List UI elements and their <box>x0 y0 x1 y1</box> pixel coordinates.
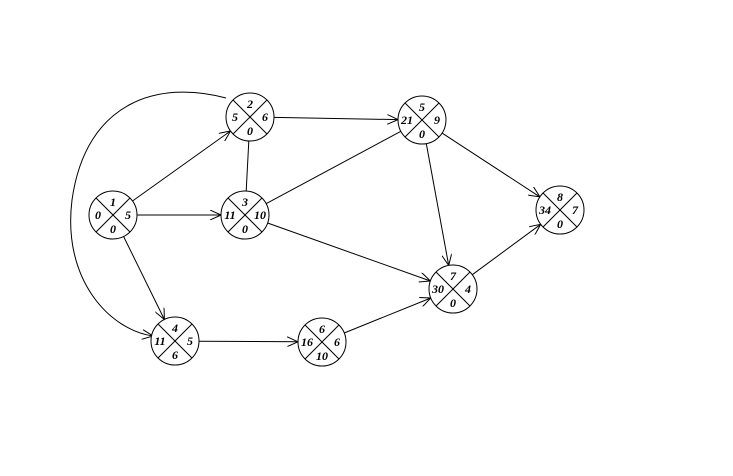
node-left-value: 34 <box>538 203 551 217</box>
node-3: 3 11 10 0 <box>220 190 270 240</box>
node-8: 8 34 70 <box>535 185 585 235</box>
node-top-value: 3 <box>241 195 248 209</box>
node-top-value: 6 <box>319 322 325 336</box>
node-top-value: 7 <box>450 269 457 283</box>
edge-2-4 <box>70 91 227 336</box>
node-left-value: 0 <box>95 208 101 222</box>
edge-5-7 <box>425 143 448 266</box>
edge-7-8 <box>472 224 540 276</box>
node-4: 4 11 56 <box>150 316 200 366</box>
node-bottom-value: 0 <box>110 222 116 236</box>
node-left-value: 21 <box>400 113 413 127</box>
node-right-value: 6 <box>334 335 340 349</box>
edge-1-4 <box>123 236 165 320</box>
node-right-value: 6 <box>262 110 268 124</box>
node-left-value: 5 <box>232 110 238 124</box>
node-divider <box>404 102 440 138</box>
node-bottom-value: 0 <box>247 124 253 138</box>
edge-2-5 <box>273 117 398 119</box>
node-top-value: 4 <box>171 321 178 335</box>
node-right-value: 5 <box>125 208 131 222</box>
node-divider <box>227 197 263 233</box>
node-bottom-value: 6 <box>172 348 178 362</box>
node-6: 6 16 6 10 <box>297 317 347 367</box>
node-bottom-value: 10 <box>316 349 328 363</box>
node-bottom-value: 0 <box>450 296 456 310</box>
edge-5-8 <box>441 132 540 197</box>
node-right-value: 10 <box>254 208 266 222</box>
node-bottom-value: 0 <box>557 217 563 231</box>
node-left-value: 11 <box>154 334 165 348</box>
edge-3-5 <box>265 130 402 205</box>
node-top-value: 1 <box>110 195 116 209</box>
node-left-value: 30 <box>431 282 444 296</box>
node-divider <box>304 324 340 360</box>
node-left-value: 11 <box>224 208 235 222</box>
node-divider <box>542 192 578 228</box>
edge-6-7 <box>344 298 431 334</box>
edge-4-6 <box>198 341 298 342</box>
node-divider <box>95 197 131 233</box>
node-top-value: 5 <box>419 100 425 114</box>
node-bottom-value: 0 <box>242 222 248 236</box>
node-divider <box>232 99 268 135</box>
edge-1-2 <box>132 131 231 202</box>
node-divider <box>435 271 471 307</box>
node-divider <box>157 323 193 359</box>
node-right-value: 7 <box>572 203 579 217</box>
edge-2-3 <box>245 140 250 192</box>
node-top-value: 2 <box>246 97 253 111</box>
node-2: 25 60 <box>225 92 275 142</box>
node-5: 5 21 90 <box>397 95 447 145</box>
node-top-value: 8 <box>557 190 563 204</box>
node-left-value: 16 <box>301 335 313 349</box>
node-bottom-value: 0 <box>419 127 425 141</box>
node-right-value: 4 <box>464 282 471 296</box>
edge-3-7 <box>267 222 431 281</box>
node-right-value: 9 <box>434 113 440 127</box>
edges-layer <box>70 91 541 342</box>
node-7: 7 30 40 <box>428 264 478 314</box>
node-right-value: 5 <box>187 334 193 348</box>
